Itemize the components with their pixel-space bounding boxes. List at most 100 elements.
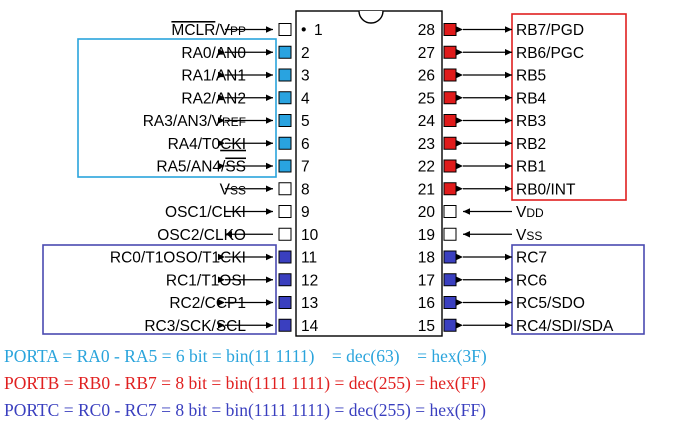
left-pin-10: OSC2/CLKO 10 xyxy=(157,227,318,244)
pin-pad xyxy=(278,23,292,36)
pin-number: 4 xyxy=(301,90,310,107)
pin-label: OSC2/CLKO xyxy=(157,227,246,244)
pin-label-part: REF xyxy=(222,115,246,129)
left-pin-8: VSS 8 xyxy=(220,181,310,198)
pin-pad xyxy=(278,45,292,59)
pin-number: 2 xyxy=(301,45,310,62)
pin-number: 17 xyxy=(418,272,435,289)
chip-notch xyxy=(358,10,384,24)
pin-number: 5 xyxy=(301,113,310,130)
pin-pad xyxy=(278,318,292,332)
portc-right-group-box xyxy=(511,244,645,335)
pin1-dot: • xyxy=(301,22,306,39)
pin-label: RB5 xyxy=(516,68,546,85)
pin-number: 19 xyxy=(418,227,435,244)
pin-number: 10 xyxy=(301,227,319,244)
pin-pad xyxy=(443,250,457,264)
pin-pad xyxy=(278,205,292,218)
pin-pad xyxy=(278,114,292,127)
pin-label: OSC1/CLKI xyxy=(165,204,246,221)
right-pin-24: 24 RB3 xyxy=(418,113,546,130)
pin-label-part: MCLR xyxy=(171,22,215,39)
pin-pad xyxy=(443,205,457,218)
pin-pad xyxy=(443,296,457,309)
pin-label: RC5/SDO xyxy=(516,295,585,312)
pin-number: 11 xyxy=(301,250,317,267)
pin-label: RB2 xyxy=(516,136,546,153)
pin-label: RC2/CCP1 xyxy=(169,295,246,312)
pin-label: RA3/AN3/VREF xyxy=(143,113,246,130)
pin-label-part: V xyxy=(516,227,527,244)
pin-pad xyxy=(278,91,292,105)
right-pin-15: 15 RC4/SDI/SDA xyxy=(418,318,614,335)
pin-label-part: PP xyxy=(230,24,246,38)
pin-pad xyxy=(443,136,457,150)
summary-portb: PORTB = RB0 - RB7 = 8 bit = bin(1111 111… xyxy=(4,373,486,393)
pin-label-part: RA4/T0 xyxy=(168,136,221,153)
pin-label: RB4 xyxy=(516,90,547,107)
pin-label: RC4/SDI/SDA xyxy=(516,318,614,335)
pin-number: 28 xyxy=(418,22,435,39)
pin-pad xyxy=(278,136,292,150)
pin-pad xyxy=(443,273,457,287)
left-pin-5: RA3/AN3/VREF 5 xyxy=(143,113,310,130)
pin-pad xyxy=(278,68,292,82)
pin-label: RC1/T1OSI xyxy=(166,272,246,289)
summary-portc: PORTC = RC0 - RC7 = 8 bit = bin(1111 111… xyxy=(4,400,486,420)
pin-number: 9 xyxy=(301,204,310,221)
pin-label: VDD xyxy=(516,204,544,221)
pin-label-part: SS xyxy=(230,183,246,197)
portc-left-group-box xyxy=(42,244,277,335)
pin-label-part: V xyxy=(516,204,527,221)
pin-label: RC3/SCK/SCL xyxy=(144,318,246,335)
pin-number: 1 xyxy=(314,22,323,39)
pin-pad xyxy=(278,250,292,264)
pin-label-part: V xyxy=(220,181,231,198)
pin-label: RB0/INT xyxy=(516,181,576,198)
pin-label: RA5/AN4/SS xyxy=(156,159,246,176)
pin-label: RB3 xyxy=(516,113,546,130)
pin-number: 3 xyxy=(301,68,310,85)
pin-label-part: RA3/AN3/V xyxy=(143,113,223,130)
summary-porta: PORTA = RA0 - RA5 = 6 bit = bin(11 1111)… xyxy=(4,346,487,366)
pin-number: 8 xyxy=(301,181,310,198)
pin-label: VSS xyxy=(220,181,246,198)
pin-label-part: DD xyxy=(526,206,544,220)
pin-label-part: SS xyxy=(225,159,246,176)
pin-pad xyxy=(443,91,457,105)
port-summary: PORTA = RA0 - RA5 = 6 bit = bin(11 1111)… xyxy=(4,346,487,420)
pin-label: RA4/T0CKI xyxy=(168,136,246,153)
pin-label: RB6/PGC xyxy=(516,45,584,62)
pin-number: 27 xyxy=(418,45,435,62)
pin-label: RB7/PGD xyxy=(516,22,584,39)
pin-pad xyxy=(278,296,292,309)
pin-label: RA2/AN2 xyxy=(181,90,246,107)
pin-label: MCLR/VPP xyxy=(171,22,246,39)
pin-number: 15 xyxy=(418,318,435,335)
right-pin-28: 28 RB7/PGD xyxy=(418,22,584,39)
pin-number: 26 xyxy=(418,68,435,85)
pin-pad xyxy=(443,318,457,332)
left-pin-4: RA2/AN2 4 xyxy=(181,90,310,107)
porta-group-box xyxy=(77,38,277,178)
pin-label-part: RA5/AN4/ xyxy=(156,159,226,176)
right-pin-27: 27 RB6/PGC xyxy=(418,45,584,62)
pin-pad xyxy=(278,182,292,196)
pin-number: 24 xyxy=(418,113,436,130)
pin-number: 18 xyxy=(418,250,435,267)
